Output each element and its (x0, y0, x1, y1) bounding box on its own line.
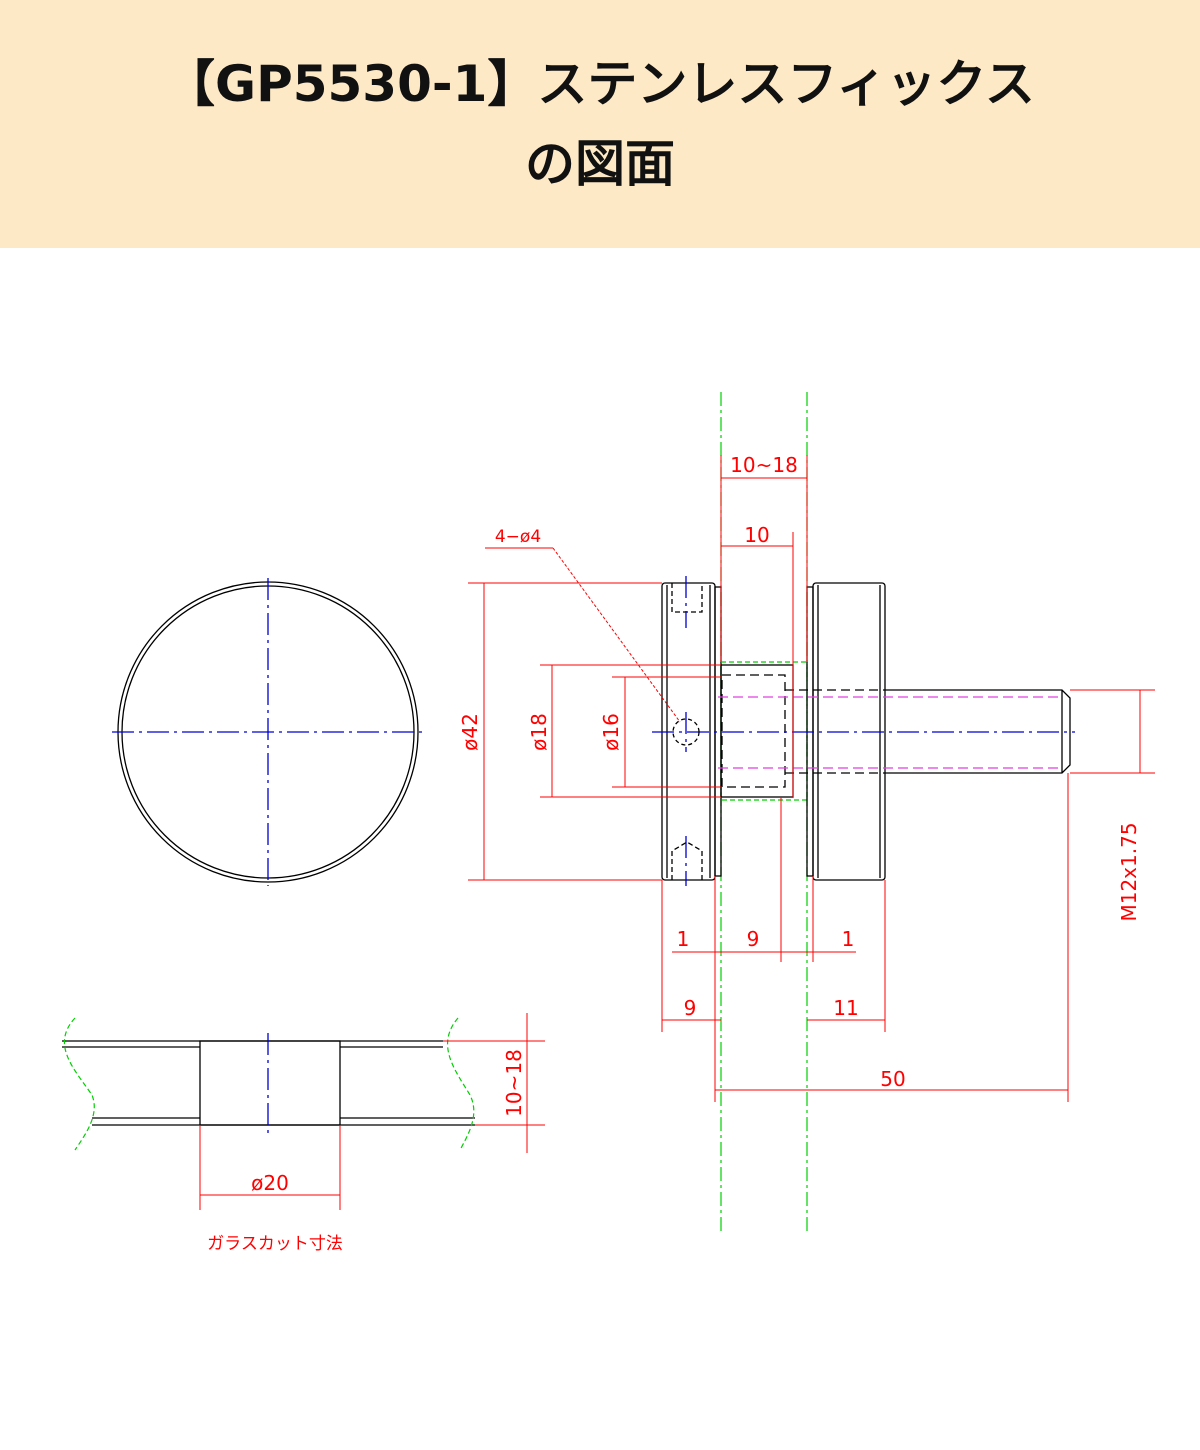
countersink-top (671, 583, 703, 613)
dim-glass-cut-diameter: ø20 (251, 1171, 289, 1195)
leader-line (552, 547, 681, 723)
dim-plate-diameter: ø42 (458, 713, 482, 751)
sleeve (720, 664, 794, 798)
dim-11: 11 (833, 996, 858, 1020)
dim-50: 50 (880, 1067, 905, 1091)
glass-cut-view: 10~18 ø20 ガラスカット寸法 (62, 1013, 545, 1254)
dim-sleeve-diameter: ø18 (527, 713, 551, 751)
dim-1-left: 1 (677, 927, 690, 951)
title-line-2: の図面 (525, 135, 675, 193)
dim-glass-cut-thickness: 10~18 (502, 1049, 526, 1117)
dim-holes: 4−ø4 (495, 527, 541, 547)
glass-hole-outline (720, 661, 808, 801)
title-banner: 【GP5530-1】ステンレスフィックス の図面 (0, 0, 1200, 248)
glass-cut-caption: ガラスカット寸法 (207, 1234, 343, 1254)
dim-inner-diameter: ø16 (599, 713, 623, 751)
front-view (112, 578, 425, 886)
countersink-bottom (671, 841, 703, 880)
title-line-1: 【GP5530-1】ステンレスフィックス (165, 55, 1035, 113)
break-line-left (63, 1017, 95, 1151)
dim-sleeve-length: 10 (744, 523, 769, 547)
dim-9-bottom: 9 (684, 996, 697, 1020)
dim-1-right: 1 (842, 927, 855, 951)
glass-hole (199, 1040, 341, 1126)
dimensions: 10~18 10 4−ø4 ø42 ø18 ø16 M12x1.75 1 9 1 (458, 453, 1155, 1102)
dim-glass-thickness: 10~18 (730, 453, 798, 477)
bolt (885, 689, 1071, 774)
screw-hole (672, 718, 700, 746)
sleeve-hidden-bore (721, 674, 786, 788)
dim-thread: M12x1.75 (1117, 822, 1141, 921)
break-line-right (447, 1017, 475, 1151)
side-view (652, 392, 1075, 1232)
dim-9-mid: 9 (747, 927, 760, 951)
